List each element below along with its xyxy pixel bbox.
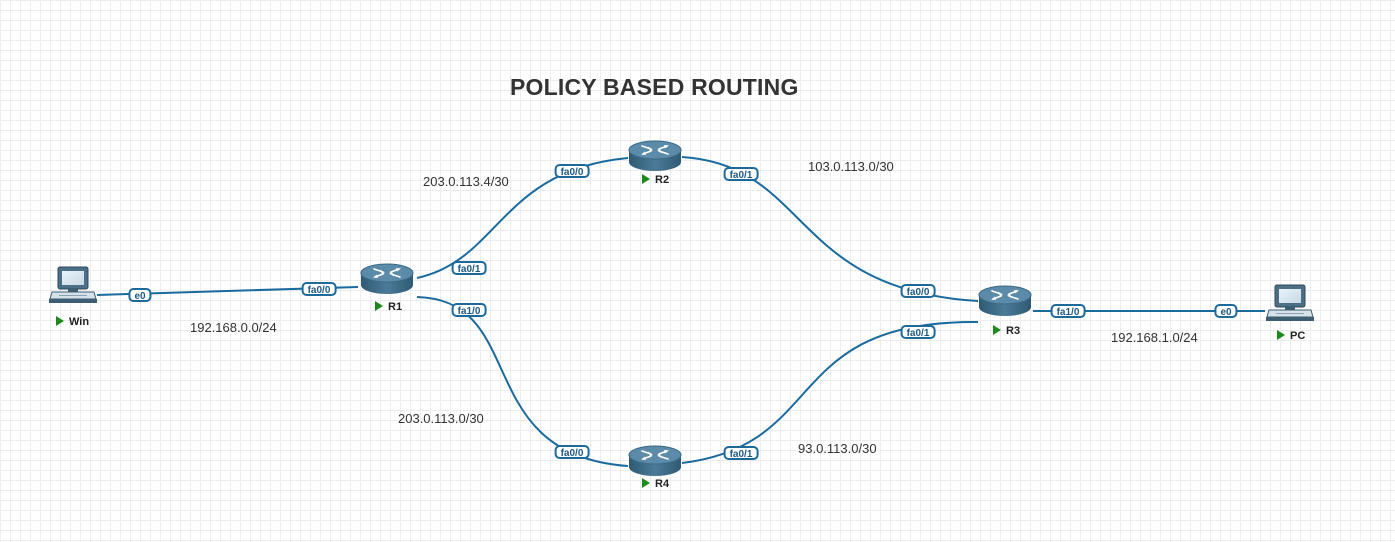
router-r3-icon[interactable]: [978, 285, 1032, 317]
pc-win-icon[interactable]: [48, 266, 98, 304]
diagram-title: POLICY BASED ROUTING: [510, 74, 799, 100]
node-label-r3[interactable]: R3: [993, 325, 1020, 337]
interface-r2-fa0-0[interactable]: fa0/0: [554, 164, 590, 178]
play-icon: [993, 325, 1001, 335]
play-icon: [375, 301, 383, 311]
router-r2-icon[interactable]: [628, 140, 682, 172]
play-icon: [1277, 330, 1285, 340]
interface-r1-fa1-0[interactable]: fa1/0: [451, 303, 487, 317]
subnet-r3-pc: 192.168.1.0/24: [1111, 330, 1198, 345]
node-label-pc[interactable]: PC: [1277, 330, 1305, 342]
interface-r2-fa0-1[interactable]: fa0/1: [723, 167, 759, 181]
interface-win-e0[interactable]: e0: [128, 288, 152, 302]
interface-r3-fa0-1[interactable]: fa0/1: [900, 325, 936, 339]
interface-r1-fa0-0[interactable]: fa0/0: [301, 282, 337, 296]
play-icon: [56, 316, 64, 326]
interface-r3-fa1-0[interactable]: fa1/0: [1050, 304, 1086, 318]
router-r1-icon[interactable]: [360, 263, 414, 295]
subnet-r4-r3: 93.0.113.0/30: [798, 441, 877, 456]
interface-r4-fa0-0[interactable]: fa0/0: [554, 445, 590, 459]
interface-r4-fa0-1[interactable]: fa0/1: [723, 446, 759, 460]
router-r4-icon[interactable]: [628, 445, 682, 477]
subnet-r1-r2: 203.0.113.4/30: [423, 174, 509, 189]
node-label-r1[interactable]: R1: [375, 301, 402, 313]
node-label-win[interactable]: Win: [56, 316, 89, 328]
subnet-win-r1: 192.168.0.0/24: [190, 320, 277, 335]
interface-pc-e0[interactable]: e0: [1214, 304, 1238, 318]
node-label-r4[interactable]: R4: [642, 478, 669, 490]
interface-r3-fa0-0[interactable]: fa0/0: [900, 284, 936, 298]
play-icon: [642, 478, 650, 488]
pc-pc-icon[interactable]: [1265, 284, 1315, 322]
link-r1-r4: [416, 296, 629, 467]
subnet-r2-r3: 103.0.113.0/30: [808, 159, 894, 174]
interface-r1-fa0-1[interactable]: fa0/1: [451, 261, 487, 275]
node-label-r2[interactable]: R2: [642, 174, 669, 186]
play-icon: [642, 174, 650, 184]
subnet-r1-r4: 203.0.113.0/30: [398, 411, 484, 426]
